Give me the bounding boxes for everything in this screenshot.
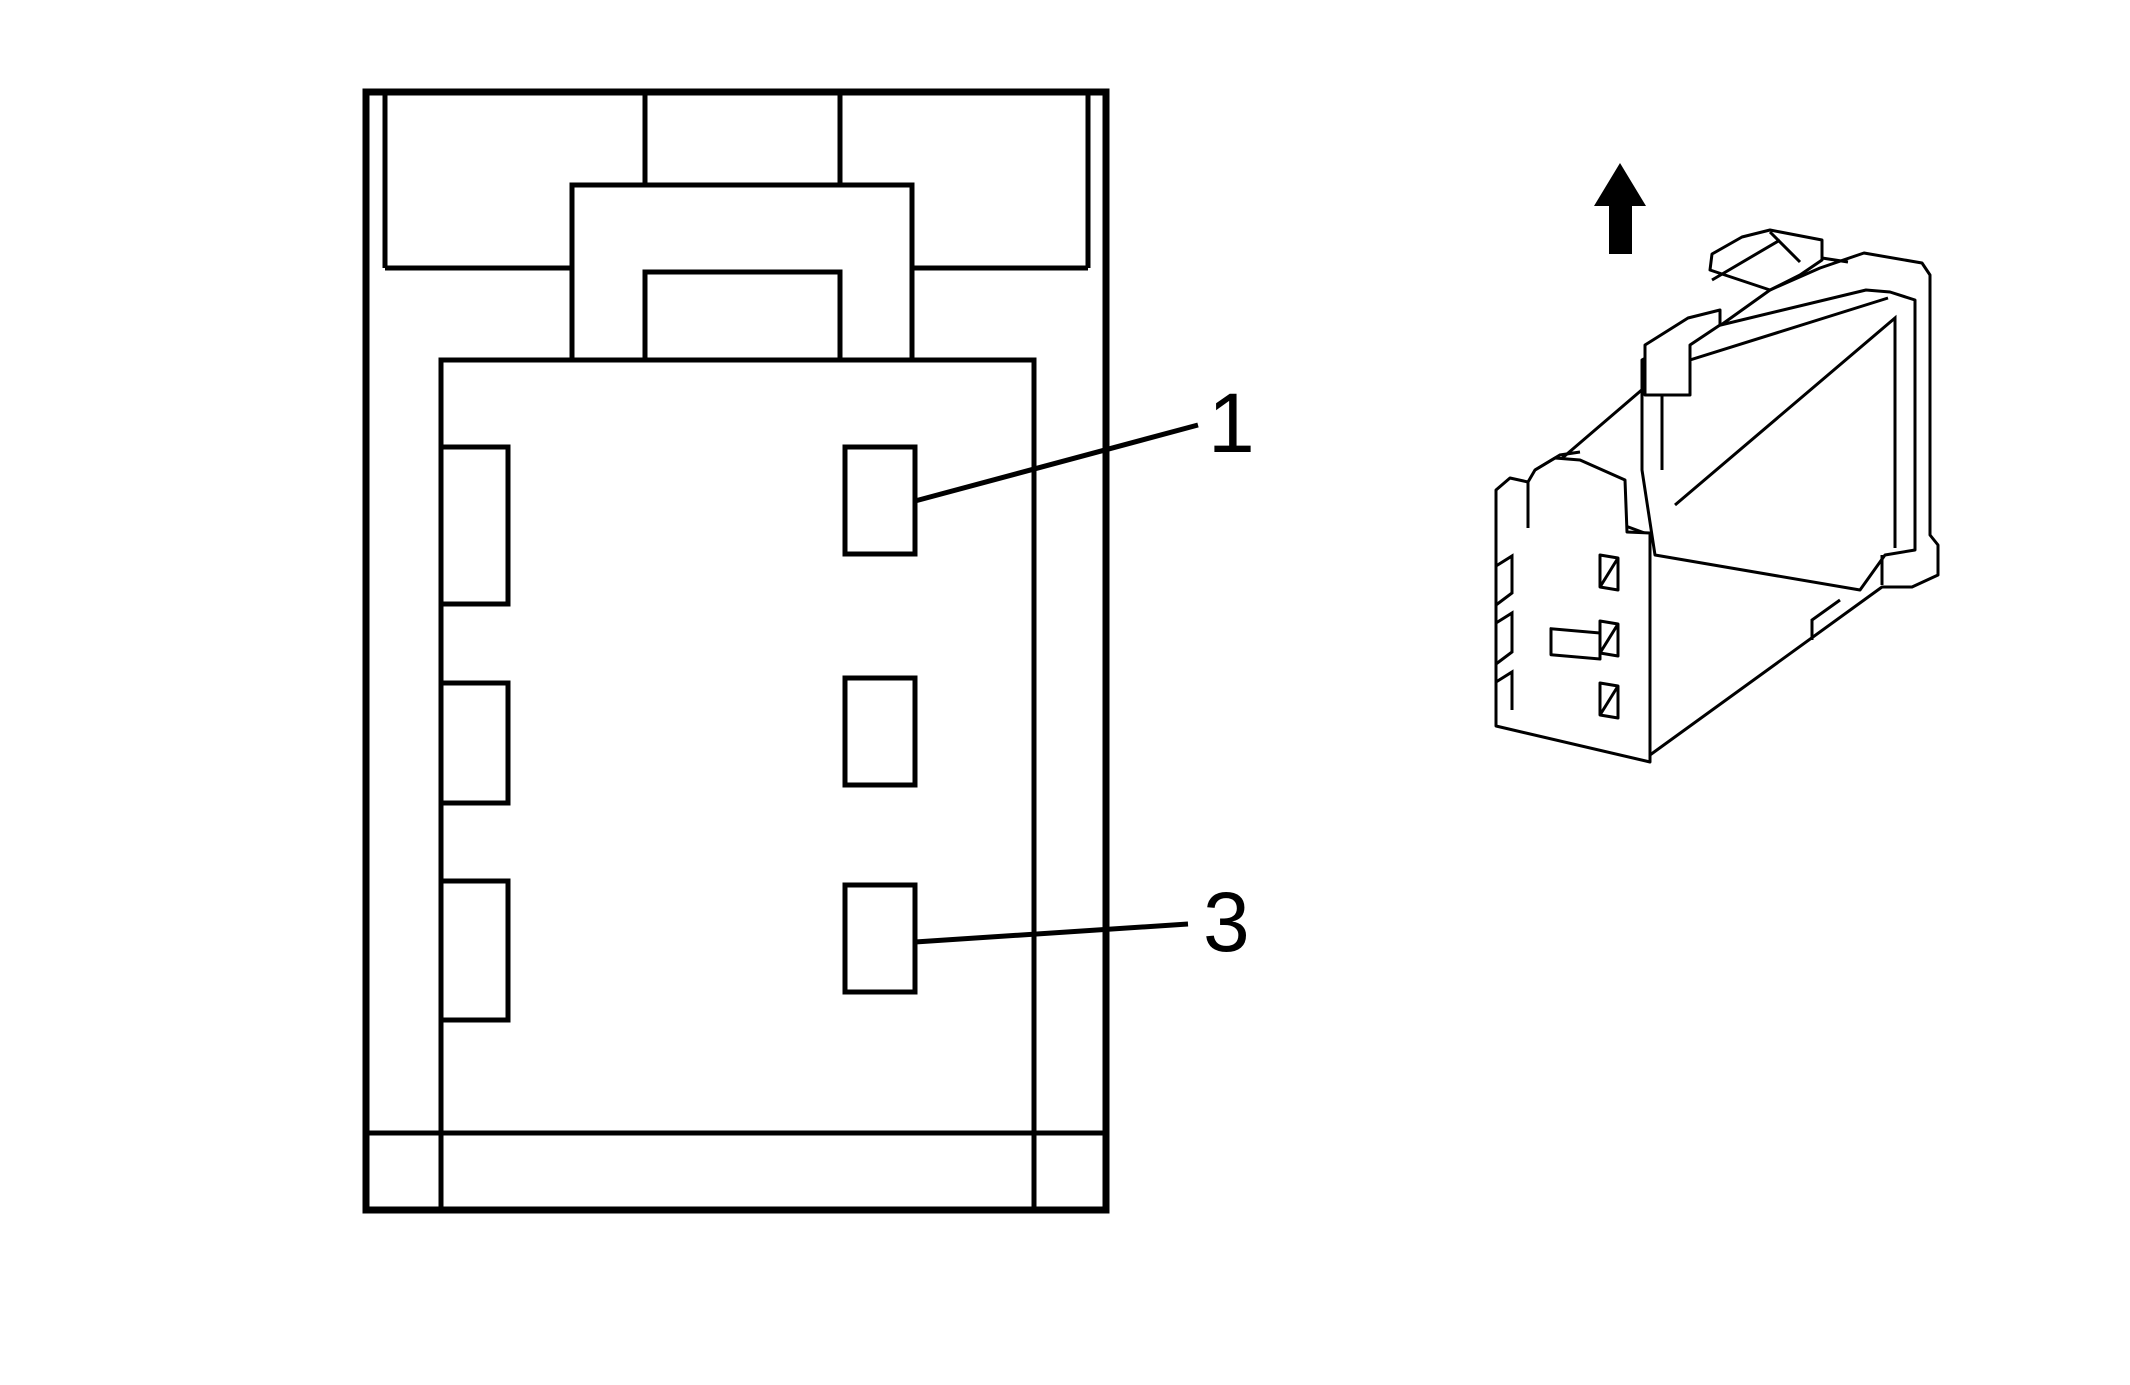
terminal-block bbox=[438, 357, 1037, 1213]
front-top-edge bbox=[1526, 450, 1581, 528]
terminal-cavity-3 bbox=[842, 882, 918, 995]
latch-inner bbox=[642, 269, 843, 360]
connector-isometric-view bbox=[1494, 163, 1940, 764]
callout-pin-3: 3 bbox=[1203, 875, 1250, 969]
terminal-cavity-2 bbox=[842, 675, 918, 788]
leader-line-pin-3 bbox=[914, 921, 1189, 945]
front-window-1-hatch bbox=[1598, 557, 1620, 588]
left-rib-1 bbox=[441, 444, 511, 607]
latch-ridge bbox=[1711, 230, 1849, 282]
connector-front-face bbox=[1494, 456, 1652, 764]
front-window-3-hatch bbox=[1598, 685, 1620, 716]
release-tab bbox=[1643, 308, 1722, 397]
left-rib-2 bbox=[441, 680, 511, 806]
label-window bbox=[1549, 627, 1602, 661]
latch-outer bbox=[569, 182, 915, 360]
housing-outline bbox=[362, 88, 1110, 1214]
leader-line-pin-1 bbox=[914, 422, 1199, 504]
terminal-cavity-1 bbox=[842, 444, 918, 557]
front-left-notches bbox=[1495, 553, 1514, 710]
left-rib-3 bbox=[441, 878, 511, 1023]
bottom-foot bbox=[1810, 555, 1884, 640]
front-terminal-windows bbox=[1598, 553, 1620, 720]
latch-top bbox=[1708, 228, 1824, 292]
connector-face-view: 1 3 bbox=[362, 88, 1255, 1214]
direction-arrow-icon bbox=[1594, 163, 1646, 254]
callout-pin-1: 1 bbox=[1208, 376, 1255, 470]
front-window-2-hatch bbox=[1598, 623, 1620, 654]
